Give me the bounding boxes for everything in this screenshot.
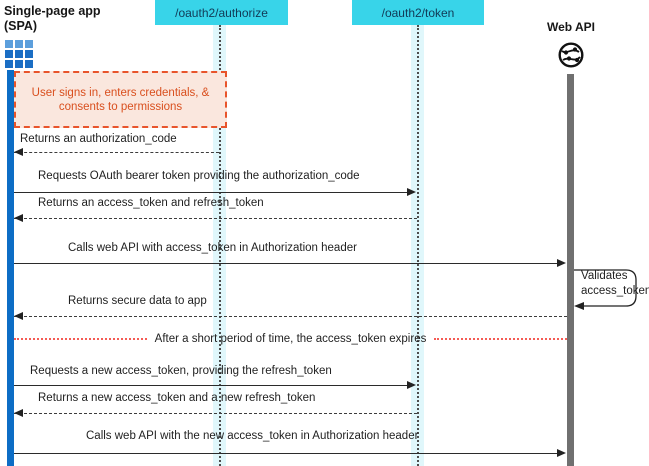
arrowhead-left-icon	[14, 148, 23, 156]
token-endpoint-header: /oauth2/token	[352, 0, 484, 25]
arrowhead-left-icon	[14, 214, 23, 222]
spa-title-line2: (SPA)	[4, 19, 38, 33]
spa-title-line1: Single-page app	[4, 4, 101, 18]
divider-label: After a short period of time, the access…	[154, 333, 427, 345]
arrowhead-left-icon	[14, 312, 23, 320]
divider-line-right	[434, 338, 568, 340]
message-arrow	[14, 413, 417, 414]
token-endpoint-label: /oauth2/token	[381, 5, 455, 20]
app-grid-icon	[5, 40, 35, 70]
message-label: Calls web API with access_token in Autho…	[68, 242, 357, 254]
validates-label-line1: Validates	[581, 270, 628, 282]
validates-label: Validates access_token	[581, 269, 649, 299]
globe-icon	[558, 42, 584, 68]
validates-selfcall-arrow	[574, 269, 637, 310]
message-label: Returns secure data to app	[68, 295, 207, 307]
message-arrow	[14, 453, 558, 454]
message-arrow	[14, 263, 558, 264]
webapi-activation-bar	[567, 74, 574, 466]
message-label: Returns an access_token and refresh_toke…	[38, 197, 264, 209]
message-label: Requests OAuth bearer token providing th…	[38, 170, 360, 182]
arrowhead-right-icon	[407, 381, 416, 389]
arrowhead-right-icon	[407, 188, 416, 196]
message-arrow	[14, 152, 219, 153]
user-signin-note: User signs in, enters credentials, & con…	[14, 71, 227, 128]
arrowhead-left-icon	[14, 409, 23, 417]
validates-label-line2: access_token	[581, 285, 649, 297]
arrowhead-right-icon	[557, 259, 566, 267]
divider-line-left	[14, 338, 147, 340]
user-signin-note-text: User signs in, enters credentials, & con…	[31, 86, 210, 113]
token-expiry-divider: After a short period of time, the access…	[14, 332, 568, 346]
webapi-actor-title: Web API	[546, 20, 595, 34]
authorize-endpoint-header: /oauth2/authorize	[155, 0, 288, 25]
message-arrow	[14, 192, 408, 193]
message-label: Returns an authorization_code	[20, 133, 177, 145]
message-label: Calls web API with the new access_token …	[86, 430, 419, 442]
message-arrow	[14, 316, 567, 317]
message-arrow	[14, 218, 417, 219]
authorize-lifeline	[219, 25, 221, 466]
token-lifeline	[417, 25, 419, 466]
message-label: Returns a new access_token and a new ref…	[38, 392, 316, 404]
spa-activation-bar	[7, 70, 14, 466]
message-label: Requests a new access_token, providing t…	[30, 365, 332, 377]
spa-actor-title: Single-page app (SPA)	[4, 4, 101, 34]
authorize-endpoint-label: /oauth2/authorize	[175, 5, 268, 20]
arrowhead-right-icon	[557, 449, 566, 457]
message-arrow	[14, 385, 408, 386]
